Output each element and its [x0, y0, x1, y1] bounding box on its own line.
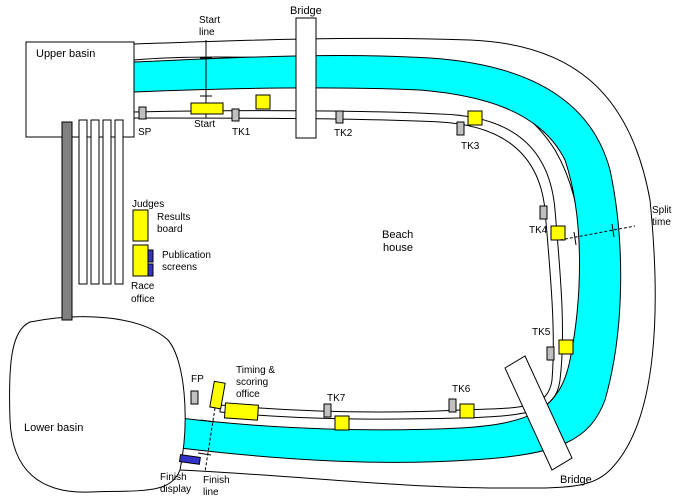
split-time-label: time [652, 217, 671, 228]
lower-basin-label: Lower basin [24, 422, 83, 434]
scoring-office [223, 402, 259, 421]
publication-screens-label: screens [162, 262, 197, 273]
marker-tk1 [255, 94, 271, 110]
tk1-label: TK1 [232, 127, 251, 138]
connector-pier [61, 121, 73, 321]
results-board-label: Results [157, 212, 190, 223]
timing-office-label: Timing & [236, 365, 275, 376]
split-time-tick [573, 231, 577, 246]
finish-line [204, 407, 216, 473]
finish-display [178, 454, 201, 465]
finish-line-tick [200, 419, 215, 423]
start-label: Start [194, 119, 215, 130]
publication-screen [147, 263, 154, 277]
finish-line-label: Finish [203, 475, 230, 486]
gate-tk3 [456, 121, 465, 136]
boat-rack [78, 119, 88, 285]
start-line-label: Start [199, 15, 220, 26]
gate-tk7 [323, 403, 332, 418]
race-office-label: office [131, 294, 155, 305]
upper-basin-label: Upper basin [36, 48, 95, 60]
sp-label: SP [138, 127, 152, 138]
gate-sp [138, 106, 147, 120]
gate-tk1 [231, 108, 240, 122]
split-time-label: Split [652, 205, 672, 216]
tk6-label: TK6 [452, 384, 471, 395]
timing-office-label: scoring [236, 377, 268, 388]
marker-tk5 [558, 339, 574, 355]
timing-office-label: office [236, 389, 260, 400]
inner-track [133, 110, 564, 420]
marker-tk6 [459, 403, 475, 419]
tk3-label: TK3 [461, 141, 480, 152]
split-time-line [559, 225, 636, 241]
gate-tk4 [539, 205, 548, 220]
finish-display-label: display [160, 484, 191, 495]
tk7-label: TK7 [327, 393, 346, 404]
gate-tk5 [546, 346, 555, 361]
publication-screens-label: Publication [162, 250, 211, 261]
results-board-label: board [157, 224, 183, 235]
results-board [132, 209, 149, 242]
marker-tk3 [467, 110, 483, 126]
fp-label: FP [191, 374, 204, 385]
beach-house-label: house [383, 242, 413, 254]
start-line-label: line [199, 27, 215, 38]
tk4-label: TK4 [529, 225, 548, 236]
bridge-top [295, 17, 317, 139]
boat-rack [102, 119, 112, 285]
beach-house-label: Beach [382, 229, 413, 241]
bridge-bottom [504, 355, 573, 471]
publication-screen [147, 249, 154, 263]
boat-rack [90, 119, 100, 285]
start-marker [190, 102, 224, 115]
boat-rack [114, 119, 124, 285]
gate-fp [190, 390, 199, 405]
tk2-label: TK2 [334, 128, 353, 139]
finish-line-label: line [203, 487, 219, 498]
timing-office [209, 380, 226, 410]
race-office [132, 244, 149, 277]
gate-tk2 [335, 110, 344, 124]
bridge-bottom-label: Bridge [560, 474, 592, 486]
finish-display-label: Finish [160, 472, 187, 483]
split-time-tick [611, 223, 615, 238]
judges-label: Judges [132, 199, 164, 210]
tk5-label: TK5 [532, 327, 551, 338]
bridge-top-label: Bridge [290, 5, 322, 17]
marker-tk4 [550, 225, 566, 241]
race-office-label: Race [131, 281, 155, 292]
marker-tk7 [334, 415, 350, 431]
finish-line-tick [197, 452, 212, 456]
lower-basin [9, 316, 186, 493]
gate-tk6 [448, 398, 457, 413]
